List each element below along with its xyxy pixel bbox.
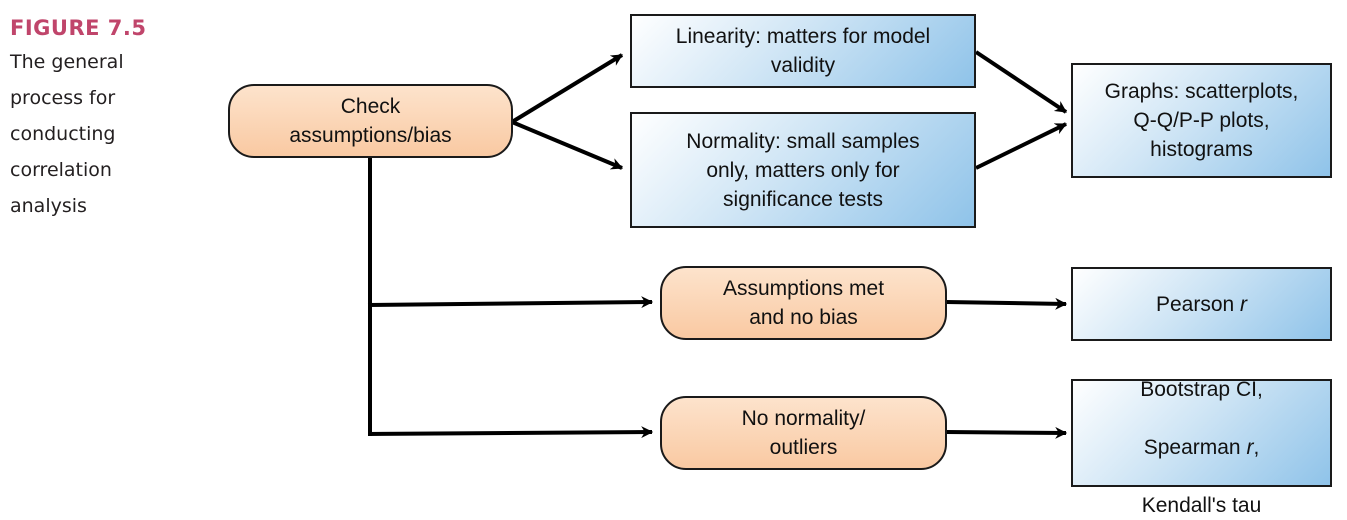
arrow-check-to-linearity xyxy=(510,53,624,124)
node-robust-methods: Bootstrap CI, Spearman r, Kendall's tau xyxy=(1071,378,1332,517)
robust-line-spearman: Spearman xyxy=(1143,436,1247,459)
figure-label: FIGURE 7.5 xyxy=(10,16,147,40)
arrow-met-to-pearson xyxy=(945,297,1068,310)
pearson-r-symbol: r xyxy=(1240,292,1248,316)
node-assumptions-met: Assumptions met and no bias xyxy=(660,266,947,340)
node-check-assumptions: Check assumptions/bias xyxy=(228,84,513,158)
pearson-text: Pearson xyxy=(1155,292,1241,316)
arrow-normality-to-graphs xyxy=(975,122,1068,170)
arrow-linearity-to-graphs xyxy=(974,50,1068,114)
arrow-to-assumptions-met xyxy=(367,296,654,309)
robust-line-bootstrap: Bootstrap CI, xyxy=(1140,378,1263,401)
spearman-r-symbol: r xyxy=(1246,436,1254,459)
node-pearson-r: Pearson r xyxy=(1071,267,1332,341)
node-graphs: Graphs: scatterplots, Q-Q/P-P plots, his… xyxy=(1071,63,1332,178)
figure-description: The general process for conducting corre… xyxy=(10,51,124,217)
arrow-to-no-normality xyxy=(367,426,654,439)
node-normality: Normality: small samples only, matters o… xyxy=(630,112,976,228)
robust-line-kendall: Kendall's tau xyxy=(1141,494,1262,517)
figure-caption: FIGURE 7.5 The general process for condu… xyxy=(10,14,160,224)
node-linearity: Linearity: matters for model validity xyxy=(630,14,976,88)
node-no-normality: No normality/ outliers xyxy=(660,396,947,470)
robust-line-comma: , xyxy=(1253,436,1260,459)
flowchart-connectors xyxy=(367,50,1068,439)
arrow-check-to-normality xyxy=(511,120,624,170)
arrow-nonormal-to-robust xyxy=(945,426,1068,439)
